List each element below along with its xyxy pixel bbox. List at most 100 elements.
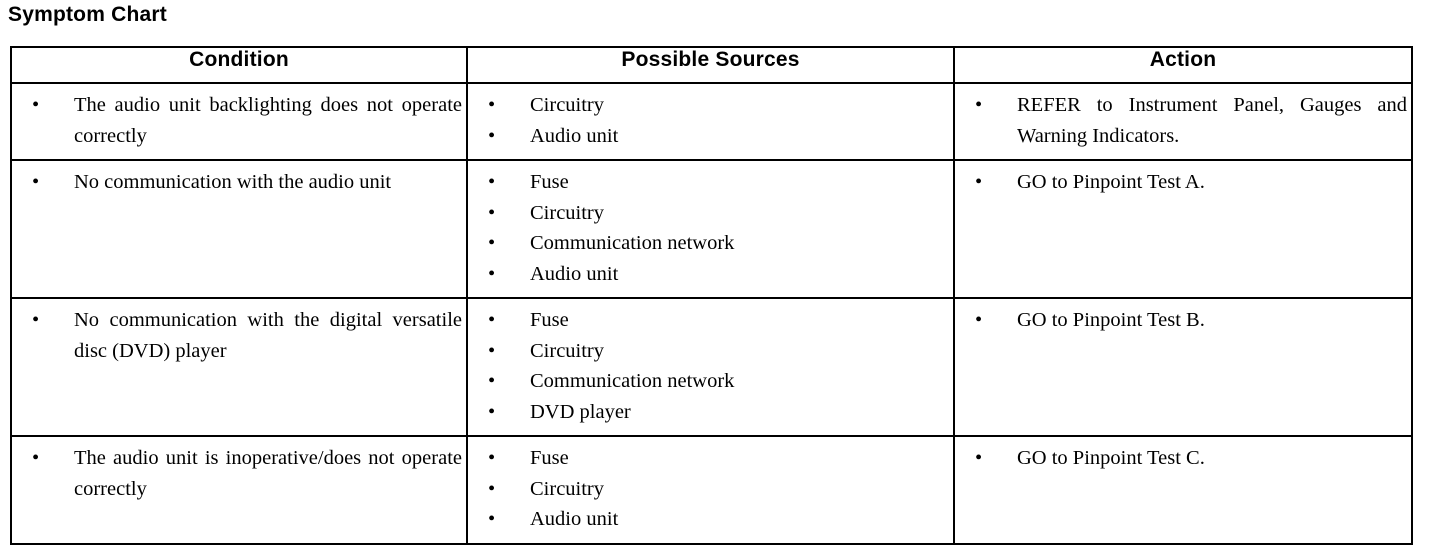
bullet-icon: • <box>488 201 496 224</box>
list-item: • Communication network <box>476 366 949 397</box>
bullet-list: • Circuitry • Audio unit <box>476 90 949 151</box>
bullet-icon: • <box>488 339 496 362</box>
list-item: • Circuitry <box>476 474 949 505</box>
symptom-chart-table: Condition Possible Sources Action • <box>10 46 1413 545</box>
cell-action: • GO to Pinpoint Test A. <box>953 159 1413 299</box>
bullet-icon: • <box>975 309 983 331</box>
list-item: • No communication with the audio unit <box>20 167 462 198</box>
list-item-text: REFER to Instrument Panel, Gauges and Wa… <box>1017 94 1407 147</box>
bullet-list: • The audio unit backlighting does not o… <box>20 90 462 151</box>
list-item: • Audio unit <box>476 504 949 535</box>
cell-condition: • The audio unit is inoperative/does not… <box>10 435 468 545</box>
bullet-list: • REFER to Instrument Panel, Gauges and … <box>963 90 1407 151</box>
list-item: • GO to Pinpoint Test C. <box>963 443 1407 474</box>
bullet-list: • The audio unit is inoperative/does not… <box>20 443 462 504</box>
cell-action: • GO to Pinpoint Test B. <box>953 297 1413 437</box>
bullet-icon: • <box>32 171 40 193</box>
table-row: • No communication with the audio unit •… <box>10 159 1413 299</box>
list-item: • The audio unit backlighting does not o… <box>20 90 462 151</box>
bullet-icon: • <box>32 94 40 116</box>
list-item-text: The audio unit backlighting does not ope… <box>74 94 462 147</box>
cell-action: • GO to Pinpoint Test C. <box>953 435 1413 545</box>
list-item-text: The audio unit is inoperative/does not o… <box>74 447 462 500</box>
list-item-text: Fuse <box>530 447 569 469</box>
cell-possible-sources: • Circuitry • Audio unit <box>466 82 955 161</box>
cell-condition: • No communication with the digital vers… <box>10 297 468 437</box>
list-item-text: No communication with the audio unit <box>74 171 392 193</box>
table-body: • The audio unit backlighting does not o… <box>10 82 1413 545</box>
list-item-text: GO to Pinpoint Test B. <box>1017 309 1205 331</box>
column-header-action-label: Action <box>1149 48 1217 71</box>
list-item-text: GO to Pinpoint Test C. <box>1017 447 1205 469</box>
bullet-list: • No communication with the digital vers… <box>20 305 462 366</box>
cell-condition: • The audio unit backlighting does not o… <box>10 82 468 161</box>
cell-action: • REFER to Instrument Panel, Gauges and … <box>953 82 1413 161</box>
table-row: • The audio unit is inoperative/does not… <box>10 435 1413 545</box>
list-item: • GO to Pinpoint Test A. <box>963 167 1407 198</box>
bullet-icon: • <box>975 94 983 116</box>
list-item-text: Communication network <box>530 232 735 254</box>
list-item: • REFER to Instrument Panel, Gauges and … <box>963 90 1407 151</box>
list-item: • The audio unit is inoperative/does not… <box>20 443 462 504</box>
column-header-possible-sources-label: Possible Sources <box>621 48 800 71</box>
list-item: • Circuitry <box>476 336 949 367</box>
bullet-icon: • <box>975 447 983 469</box>
table-row: • The audio unit backlighting does not o… <box>10 82 1413 161</box>
list-item: • DVD player <box>476 397 949 428</box>
bullet-icon: • <box>488 171 496 193</box>
list-item-text: Circuitry <box>530 201 605 224</box>
list-item-text: Fuse <box>530 309 569 331</box>
list-item-text: Circuitry <box>530 477 605 500</box>
cell-possible-sources: • Fuse • Circuitry • Audio unit <box>466 435 955 545</box>
list-item: • Circuitry <box>476 90 949 121</box>
bullet-list: • Fuse • Circuitry • Communication netwo… <box>476 167 949 289</box>
bullet-list: • GO to Pinpoint Test A. <box>963 167 1407 198</box>
cell-possible-sources: • Fuse • Circuitry • Communication netwo… <box>466 297 955 437</box>
list-item: • Fuse <box>476 167 949 198</box>
list-item: • GO to Pinpoint Test B. <box>963 305 1407 336</box>
bullet-icon: • <box>488 309 496 331</box>
bullet-list: • GO to Pinpoint Test B. <box>963 305 1407 336</box>
list-item-text: Communication network <box>530 370 735 392</box>
bullet-list: • Fuse • Circuitry • Communication netwo… <box>476 305 949 427</box>
list-item-text: Audio unit <box>530 508 619 530</box>
table-header-row: Condition Possible Sources Action <box>10 46 1413 84</box>
column-header-condition: Condition <box>10 46 468 84</box>
bullet-icon: • <box>488 447 496 469</box>
list-item: • Audio unit <box>476 121 949 152</box>
page-title: Symptom Chart <box>8 3 167 26</box>
table-row: • No communication with the digital vers… <box>10 297 1413 437</box>
column-header-possible-sources: Possible Sources <box>466 46 955 84</box>
list-item: • Fuse <box>476 305 949 336</box>
cell-condition: • No communication with the audio unit <box>10 159 468 299</box>
bullet-icon: • <box>32 309 40 331</box>
bullet-icon: • <box>488 508 496 530</box>
bullet-icon: • <box>975 171 983 193</box>
bullet-icon: • <box>32 447 40 469</box>
bullet-icon: • <box>488 477 496 500</box>
bullet-icon: • <box>488 232 496 254</box>
bullet-list: • GO to Pinpoint Test C. <box>963 443 1407 474</box>
list-item-text: DVD player <box>530 400 631 423</box>
list-item-text: Circuitry <box>530 94 605 116</box>
list-item-text: Fuse <box>530 171 569 193</box>
list-item: • Fuse <box>476 443 949 474</box>
bullet-icon: • <box>488 370 496 392</box>
list-item: • Circuitry <box>476 198 949 229</box>
bullet-icon: • <box>488 94 496 116</box>
bullet-icon: • <box>488 400 496 423</box>
bullet-icon: • <box>488 124 496 147</box>
list-item: • Audio unit <box>476 259 949 290</box>
column-header-action: Action <box>953 46 1413 84</box>
bullet-list: • No communication with the audio unit <box>20 167 462 198</box>
list-item: • No communication with the digital vers… <box>20 305 462 366</box>
list-item-text: Audio unit <box>530 262 619 285</box>
column-header-condition-label: Condition <box>189 48 289 71</box>
cell-possible-sources: • Fuse • Circuitry • Communication netwo… <box>466 159 955 299</box>
list-item-text: No communication with the digital versat… <box>74 309 462 362</box>
bullet-icon: • <box>488 262 496 285</box>
bullet-list: • Fuse • Circuitry • Audio unit <box>476 443 949 535</box>
list-item-text: Circuitry <box>530 339 605 362</box>
list-item-text: Audio unit <box>530 124 619 147</box>
